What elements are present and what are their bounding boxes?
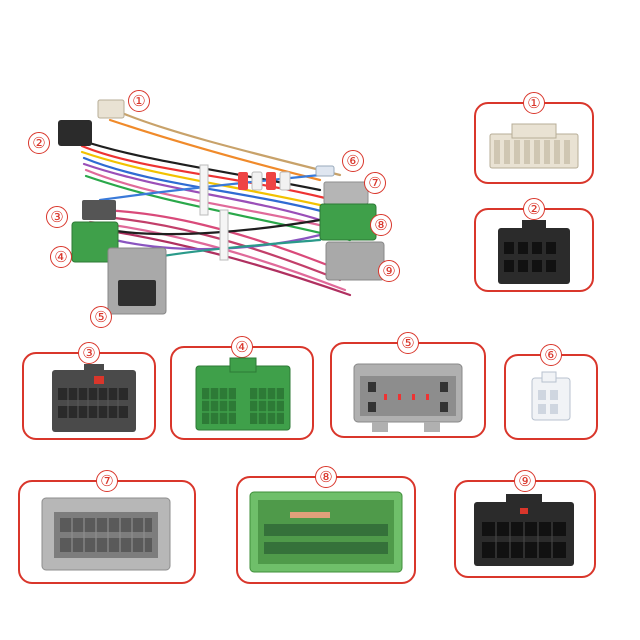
connector-4-in-harness <box>71 221 119 263</box>
callout-2: ② <box>28 132 50 154</box>
callout-9: ⑨ <box>378 260 400 282</box>
connector-7-detail: ⑦ <box>18 470 196 584</box>
connector-1-illustration <box>489 123 579 169</box>
connector-9-badge: ⑨ <box>514 470 536 492</box>
connector-5-detail: ⑤ <box>330 332 486 438</box>
connector-4-illustration <box>195 357 291 431</box>
connector-2-illustration <box>498 220 570 284</box>
harness-photo: ① ② ③ ④ ⑤ ⑥ ⑦ ⑧ ⑨ <box>20 80 420 330</box>
callout-8: ⑧ <box>370 214 392 236</box>
connector-1-detail: ① <box>474 92 594 184</box>
connector-4-detail: ④ <box>170 336 314 440</box>
connector-2-badge: ② <box>523 198 545 220</box>
connector-6-illustration <box>531 371 571 421</box>
connector-9-detail: ⑨ <box>454 470 596 578</box>
callout-3: ③ <box>46 206 68 228</box>
connector-5-illustration <box>353 363 463 432</box>
connector-3-illustration <box>52 364 136 432</box>
callout-1: ① <box>128 90 150 112</box>
connector-3-in-harness <box>82 200 116 220</box>
connector-1-in-harness <box>97 99 125 119</box>
connector-7-illustration <box>41 497 171 571</box>
harness-wires-illustration <box>58 99 385 315</box>
connector-2-detail: ② <box>474 198 594 292</box>
connector-6-badge: ⑥ <box>540 344 562 366</box>
connector-8-badge: ⑧ <box>315 466 337 488</box>
connector-9-illustration <box>474 494 574 566</box>
callout-7: ⑦ <box>364 172 386 194</box>
callout-6: ⑥ <box>342 150 364 172</box>
connector-6-detail: ⑥ <box>504 344 598 440</box>
connector-2-in-harness <box>58 120 92 146</box>
connector-3-badge: ③ <box>78 342 100 364</box>
callout-5: ⑤ <box>90 306 112 328</box>
connector-8-illustration <box>249 491 403 573</box>
callout-4: ④ <box>50 246 72 268</box>
connector-7-badge: ⑦ <box>96 470 118 492</box>
connector-5-badge: ⑤ <box>397 332 419 354</box>
connector-3-detail: ③ <box>22 342 156 440</box>
connector-8-detail: ⑧ <box>236 466 416 584</box>
connector-1-badge: ① <box>523 92 545 114</box>
